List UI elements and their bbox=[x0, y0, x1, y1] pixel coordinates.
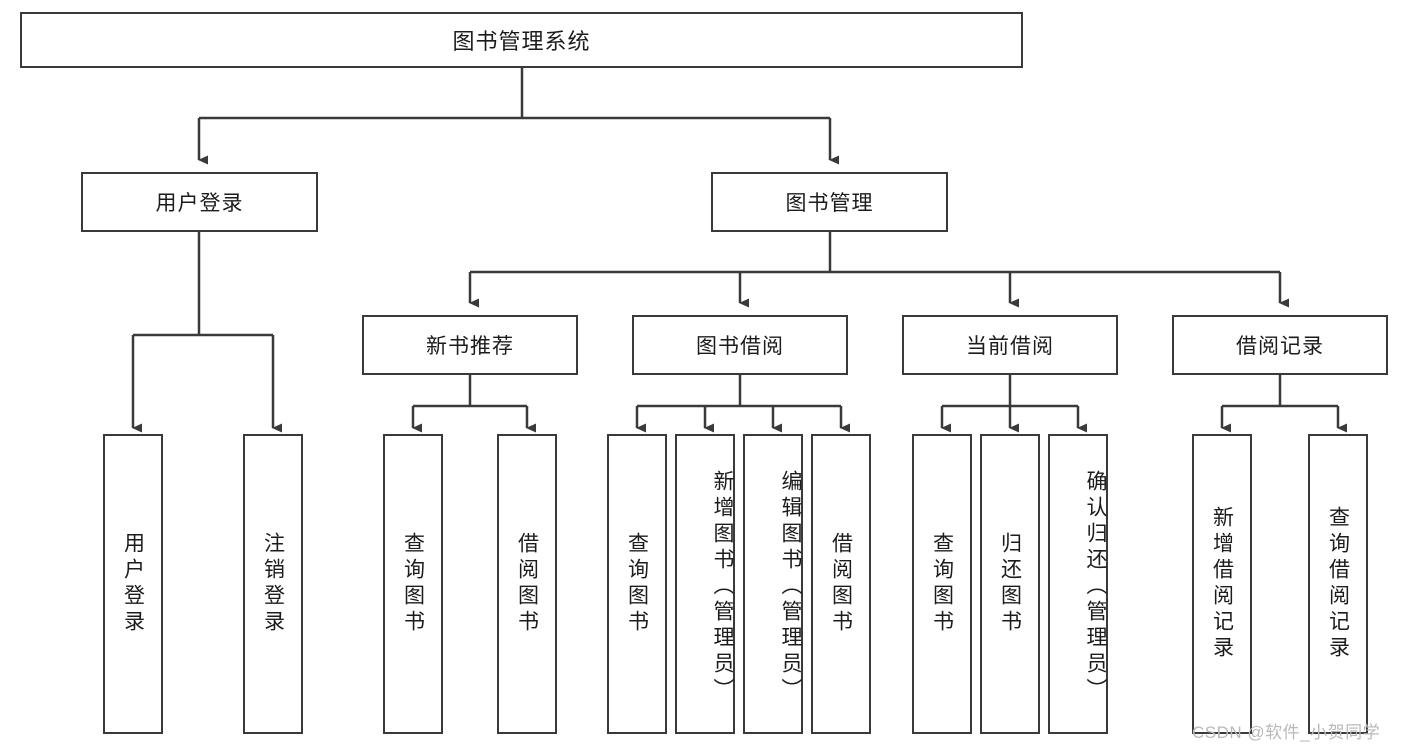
node-label: 新增借阅记录 bbox=[1210, 506, 1234, 662]
leaf-record-add-record[interactable]: 新增借阅记录 bbox=[1192, 434, 1252, 734]
node-root-system[interactable]: 图书管理系统 bbox=[20, 12, 1023, 68]
node-label: 编辑图书（管理员） bbox=[779, 470, 802, 704]
node-book-borrow[interactable]: 图书借阅 bbox=[632, 315, 848, 375]
leaf-recommend-query-book[interactable]: 查询图书 bbox=[383, 434, 443, 734]
node-label: 归还图书 bbox=[998, 532, 1022, 636]
node-book-management[interactable]: 图书管理 bbox=[711, 172, 948, 232]
node-label: 图书借阅 bbox=[696, 335, 784, 358]
node-borrow-record[interactable]: 借阅记录 bbox=[1172, 315, 1388, 375]
node-label: 当前借阅 bbox=[966, 335, 1054, 358]
node-label: 查询图书 bbox=[930, 532, 954, 636]
node-label: 查询图书 bbox=[401, 532, 425, 636]
leaf-recommend-borrow-book[interactable]: 借阅图书 bbox=[497, 434, 557, 734]
node-user-login[interactable]: 用户登录 bbox=[81, 172, 318, 232]
leaf-borrow-borrow-book[interactable]: 借阅图书 bbox=[811, 434, 871, 734]
node-label: 图书管理系统 bbox=[452, 29, 591, 54]
leaf-current-query-book[interactable]: 查询图书 bbox=[912, 434, 972, 734]
node-label: 确认归还（管理员） bbox=[1084, 470, 1107, 704]
node-new-book-recommend[interactable]: 新书推荐 bbox=[362, 315, 578, 375]
node-label: 新增图书（管理员） bbox=[711, 470, 734, 704]
node-label: 查询借阅记录 bbox=[1326, 506, 1350, 662]
leaf-user-login-login[interactable]: 用户登录 bbox=[103, 434, 163, 734]
node-label: 图书管理 bbox=[785, 192, 874, 215]
watermark-text: CSDN @软件_小贺同学 bbox=[1192, 723, 1381, 742]
leaf-current-return-book[interactable]: 归还图书 bbox=[980, 434, 1040, 734]
leaf-borrow-add-book-admin[interactable]: 新增图书（管理员） bbox=[675, 434, 735, 734]
leaf-current-confirm-return-admin[interactable]: 确认归还（管理员） bbox=[1048, 434, 1108, 734]
node-label: 用户登录 bbox=[155, 192, 244, 215]
node-label: 新书推荐 bbox=[426, 335, 514, 358]
node-current-borrow[interactable]: 当前借阅 bbox=[902, 315, 1118, 375]
leaf-borrow-edit-book-admin[interactable]: 编辑图书（管理员） bbox=[743, 434, 803, 734]
leaf-user-login-logout[interactable]: 注销登录 bbox=[243, 434, 303, 734]
node-label: 用户登录 bbox=[121, 532, 145, 636]
node-label: 注销登录 bbox=[261, 532, 285, 636]
node-label: 借阅记录 bbox=[1236, 335, 1324, 358]
leaf-borrow-query-book[interactable]: 查询图书 bbox=[607, 434, 667, 734]
node-label: 查询图书 bbox=[625, 532, 649, 636]
node-label: 借阅图书 bbox=[515, 532, 539, 636]
leaf-record-query-record[interactable]: 查询借阅记录 bbox=[1308, 434, 1368, 734]
node-label: 借阅图书 bbox=[829, 532, 853, 636]
